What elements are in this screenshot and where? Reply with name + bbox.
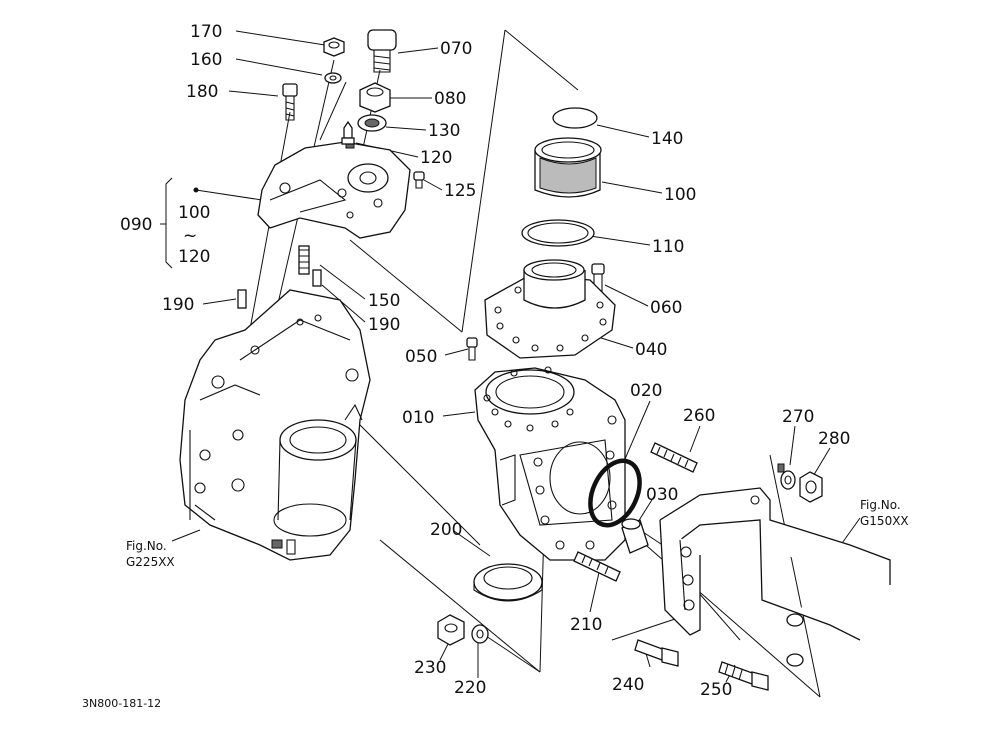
drawing-number: 3N800-181-12 xyxy=(82,697,161,710)
label-150: 150 xyxy=(368,291,400,311)
label-125: 125 xyxy=(444,181,476,201)
label-220: 220 xyxy=(454,678,486,698)
part-labels: 170 160 180 070 080 130 120 125 140 100 … xyxy=(82,22,909,710)
label-240: 240 xyxy=(612,675,644,695)
label-160: 160 xyxy=(190,50,222,70)
stud-260 xyxy=(650,442,698,473)
label-020: 020 xyxy=(630,381,662,401)
label-260: 260 xyxy=(683,406,715,426)
label-180: 180 xyxy=(186,82,218,102)
label-050: 050 xyxy=(405,347,437,367)
group-range-tilde: ~ xyxy=(183,226,197,246)
label-140: 140 xyxy=(651,129,683,149)
label-270: 270 xyxy=(782,407,814,427)
label-190-upper: 190 xyxy=(162,295,194,315)
group-bracket xyxy=(160,177,199,269)
label-190-lower: 190 xyxy=(368,315,400,335)
label-010: 010 xyxy=(402,408,434,428)
ref-g225-line1: Fig.No. xyxy=(126,539,167,553)
kingpin-stack xyxy=(466,107,616,361)
bracket-assembly xyxy=(257,139,411,239)
bolt-240 xyxy=(634,639,679,667)
label-280: 280 xyxy=(818,429,850,449)
seal-200 xyxy=(473,563,543,602)
group-range-to: 120 xyxy=(178,247,210,267)
stud-210 xyxy=(573,551,621,582)
transmission-case xyxy=(179,289,371,561)
o-ring-020 xyxy=(588,458,642,528)
axle-beam xyxy=(659,463,891,667)
group-label-090: 090 xyxy=(120,215,152,235)
label-030: 030 xyxy=(646,485,678,505)
label-080: 080 xyxy=(434,89,466,109)
label-250: 250 xyxy=(700,680,732,700)
label-100: 100 xyxy=(664,185,696,205)
nut-washer-230-220 xyxy=(437,614,489,646)
dowel-pins xyxy=(237,245,322,309)
bushing-030 xyxy=(621,518,649,554)
knuckle-housing xyxy=(474,366,626,561)
label-110: 110 xyxy=(652,237,684,257)
ref-g150-line2: G150XX xyxy=(860,514,909,528)
label-070: 070 xyxy=(440,39,472,59)
washer-nut-270-280 xyxy=(780,470,823,503)
label-210: 210 xyxy=(570,615,602,635)
ref-g225-line2: G225XX xyxy=(126,555,175,569)
bolt-250 xyxy=(718,661,769,691)
label-130: 130 xyxy=(428,121,460,141)
small-parts xyxy=(282,29,425,189)
label-060: 060 xyxy=(650,298,682,318)
label-120: 120 xyxy=(420,148,452,168)
label-040: 040 xyxy=(635,340,667,360)
label-200: 200 xyxy=(430,520,462,540)
ref-g150-line1: Fig.No. xyxy=(860,498,901,512)
label-170: 170 xyxy=(190,22,222,42)
group-range-from: 100 xyxy=(178,203,210,223)
label-230: 230 xyxy=(414,658,446,678)
